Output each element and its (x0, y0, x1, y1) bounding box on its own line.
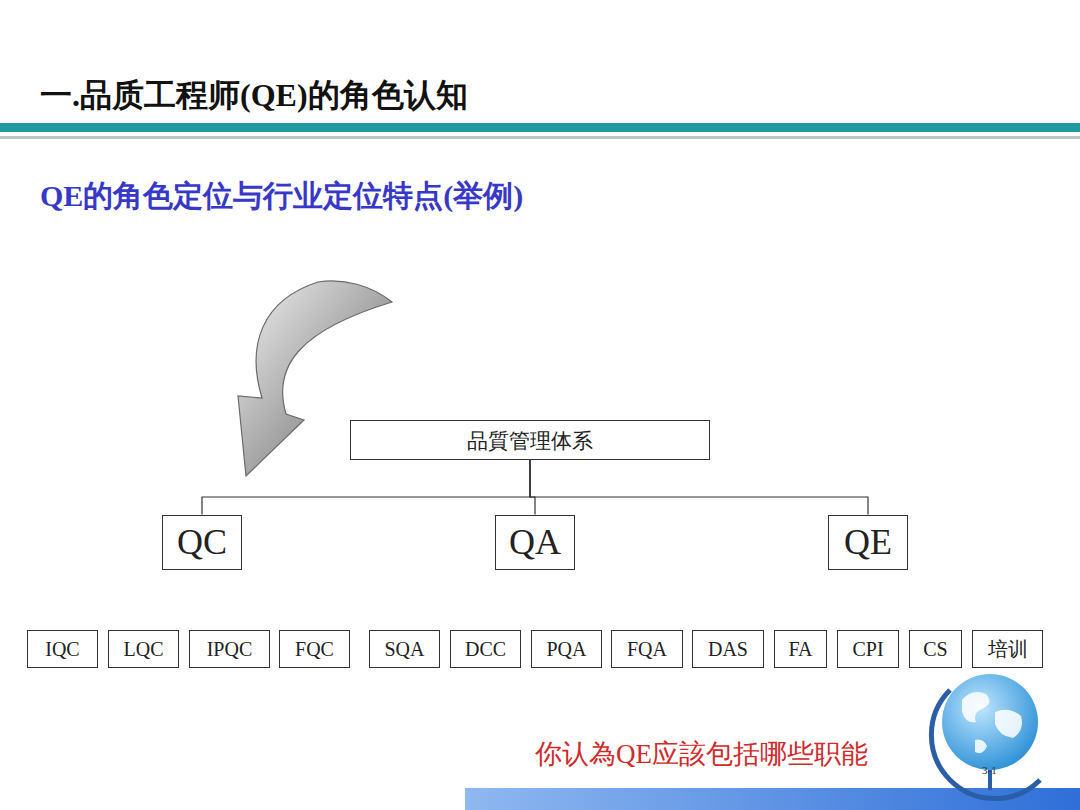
tree-connector (202, 460, 530, 515)
node-text: CS (923, 639, 947, 659)
node-text: DCC (465, 639, 506, 659)
node-text: QC (177, 524, 227, 560)
function-box: DCC (450, 630, 521, 668)
function-box: FQA (611, 630, 683, 668)
question-note: 你认為QE应該包括哪些职能 (535, 736, 868, 772)
function-box: PQA (531, 630, 602, 668)
node-text: CPI (852, 639, 883, 659)
node-text: FA (788, 639, 812, 659)
globe-continents (962, 692, 1022, 753)
function-box: IPQC (189, 630, 270, 668)
tree-connector (530, 460, 868, 515)
node-text: LQC (124, 639, 164, 659)
function-box: FA (774, 630, 827, 668)
function-box: LQC (108, 630, 179, 668)
function-box: IQC (27, 630, 98, 668)
page-number: 3-1 (982, 764, 997, 776)
node-text: IQC (45, 639, 79, 659)
node-text: FQA (627, 639, 667, 659)
function-box: CPI (837, 630, 899, 668)
node-text: 品質管理体系 (467, 430, 593, 451)
tree-connector (530, 460, 535, 515)
title-rule-thin (0, 136, 1080, 139)
function-box: FQC (279, 630, 350, 668)
node-text: PQA (546, 639, 586, 659)
category-box: QC (162, 515, 242, 570)
subtitle: QE的角色定位与行业定位特点(举例) (40, 176, 523, 217)
title-rule (0, 123, 1080, 132)
node-text: FQC (295, 639, 334, 659)
node-text: DAS (708, 639, 748, 659)
globe-icon (942, 674, 1038, 770)
node-text: IPQC (207, 639, 253, 659)
function-box: CS (909, 630, 962, 668)
category-box: QA (495, 515, 575, 570)
node-text: QA (509, 524, 561, 560)
category-box: QE (828, 515, 908, 570)
node-text: QE (844, 524, 892, 560)
function-box: DAS (692, 630, 764, 668)
function-box: SQA (369, 630, 440, 668)
node-text: 培训 (988, 639, 1028, 659)
system-box: 品質管理体系 (350, 420, 710, 460)
node-text: SQA (384, 639, 424, 659)
function-box: 培训 (972, 630, 1043, 668)
slide-title: 一.品质工程师(QE)的角色认知 (40, 74, 468, 118)
